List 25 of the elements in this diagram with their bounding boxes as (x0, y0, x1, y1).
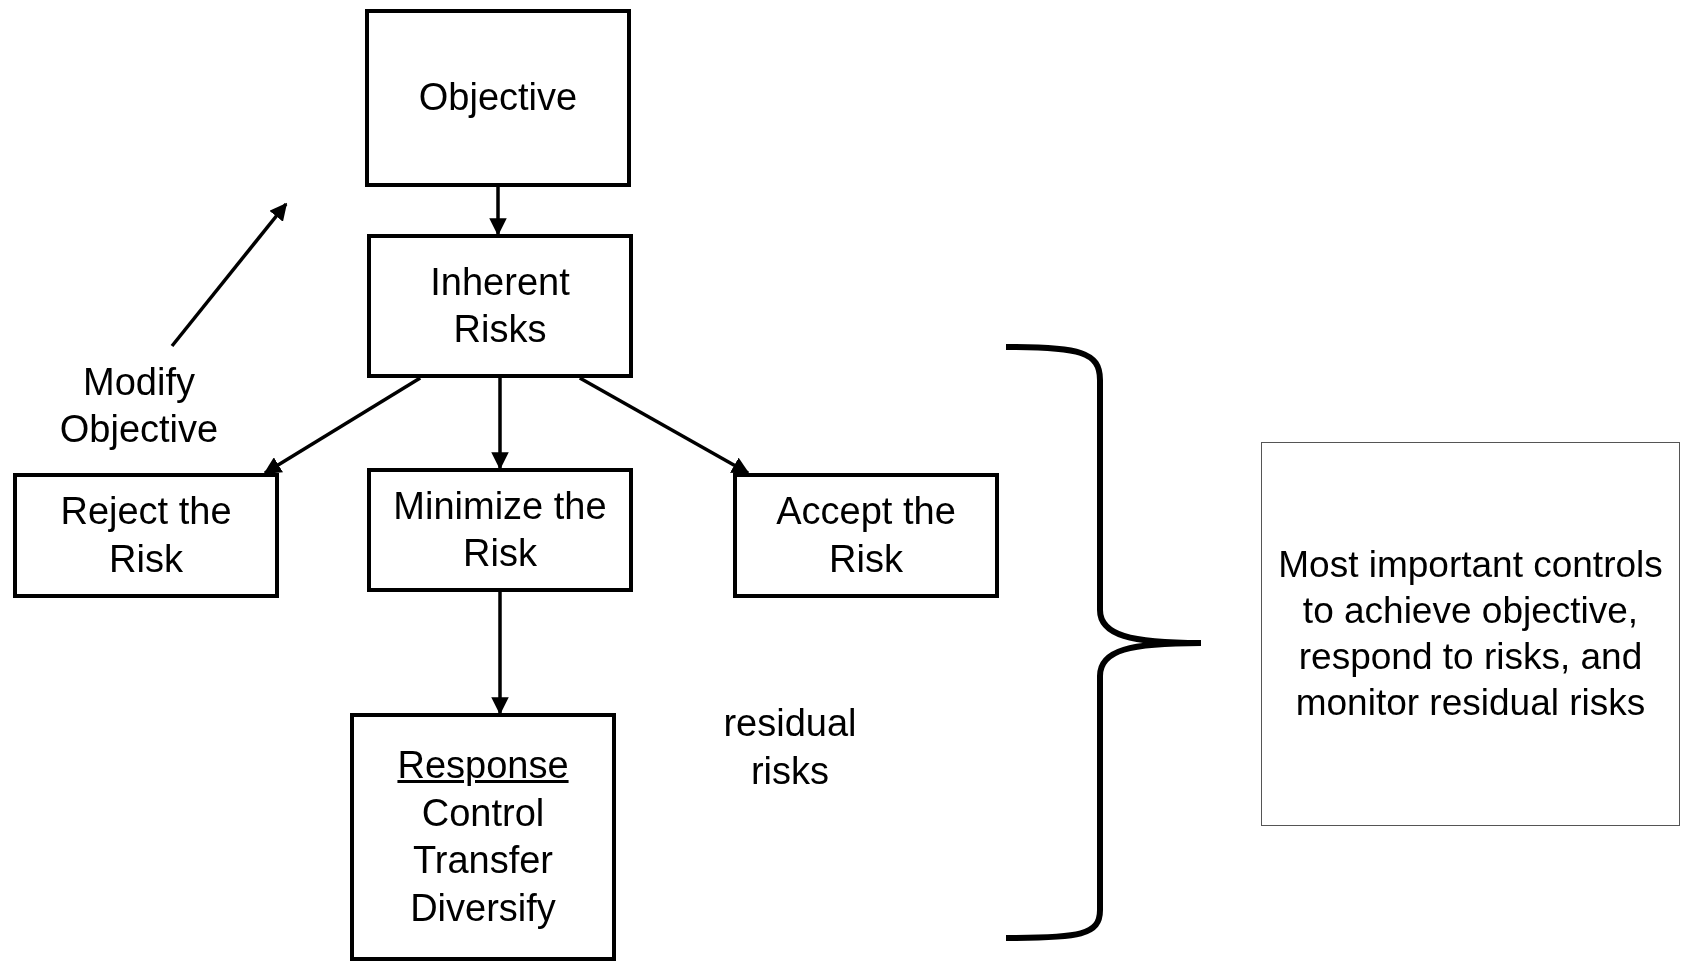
node-label: Diversify (410, 885, 556, 931)
annotation-text: residual risks (722, 701, 858, 794)
action-text: Modify Objective (58, 359, 220, 452)
heading-text: Response (397, 743, 569, 788)
note-box (1261, 442, 1680, 826)
arrow (170, 202, 288, 348)
process-box (733, 473, 999, 598)
process-box (365, 9, 631, 187)
node-label: Minimize the Risk (392, 483, 608, 576)
process-box (350, 713, 616, 961)
node-label: Accept the Risk (775, 489, 957, 582)
process-box (367, 234, 633, 378)
arrow (489, 187, 507, 236)
node-label: Inherent Risks (429, 259, 571, 352)
node-label: Control (421, 790, 545, 836)
node-label: Objective (418, 75, 578, 121)
arrow (491, 378, 509, 470)
note-text: Most important controls to achieve objective, respond to risks, and monitor residual risks (1277, 542, 1664, 726)
node-label: Reject the Risk (59, 489, 233, 582)
arrow (578, 376, 750, 475)
arrow (491, 592, 509, 715)
process-box (13, 473, 279, 598)
process-box (367, 468, 633, 592)
node-label: Transfer (412, 838, 554, 883)
arrow (263, 376, 422, 475)
